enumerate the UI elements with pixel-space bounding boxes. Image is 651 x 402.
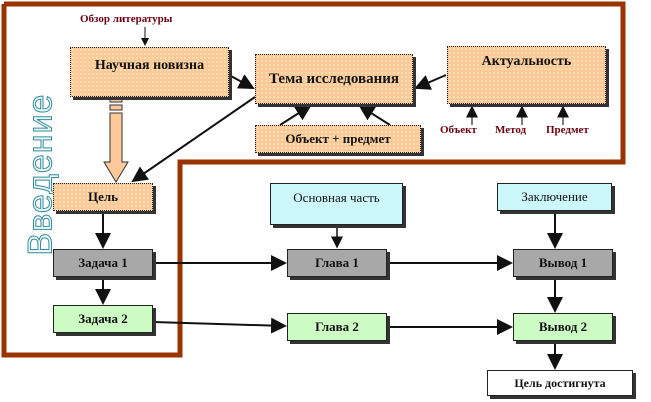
goal-box: Цель [53,183,153,211]
task2-box: Задача 2 [53,305,153,333]
relevance-box: Актуальность [447,46,606,104]
chapter1-box: Глава 1 [287,249,387,277]
literature-review-label: Обзор литературы [80,13,173,25]
result2-box: Вывод 2 [513,313,613,341]
introduction-frame [1,1,626,358]
conclusion-box: Заключение [497,183,612,211]
task1-box: Задача 1 [53,249,153,277]
relevance-input-object: Объект [440,124,477,136]
result1-box: Вывод 1 [513,249,613,277]
main-part-box: Основная часть [270,183,403,225]
novelty-box: Научная новизна [70,47,229,97]
relevance-input-method: Метод [495,124,527,136]
section-label: Введение [21,93,60,256]
object-subject-box: Объект + предмет [255,125,421,153]
goal-achieved-box: Цель достигнута [487,370,633,396]
chapter2-box: Глава 2 [287,313,387,341]
big-down-arrow [103,96,129,183]
topic-box: Тема исследования [255,54,413,104]
relevance-input-subject: Предмет [546,124,589,136]
